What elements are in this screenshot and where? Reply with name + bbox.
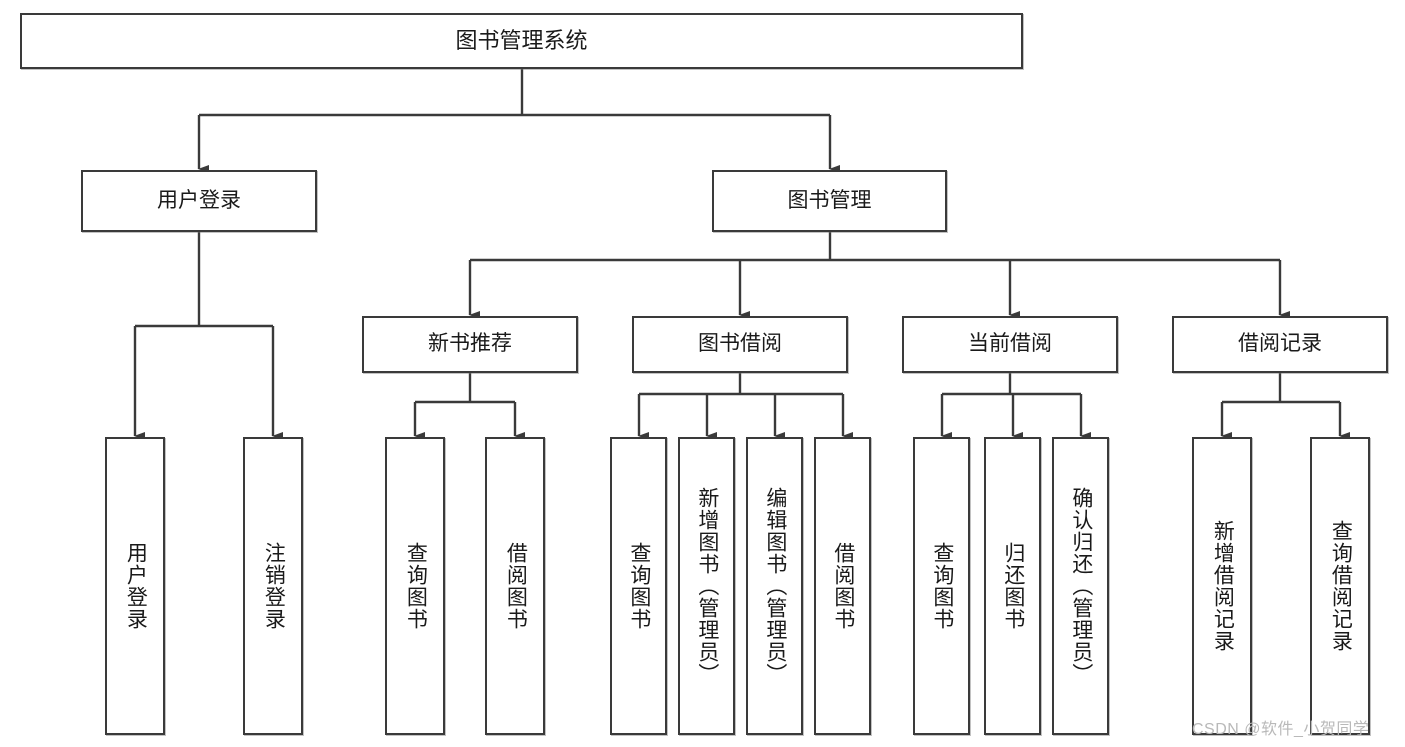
node-book-borrow[interactable]: 图书借阅 (632, 316, 848, 373)
node-leaf-user-login[interactable]: 用户登录 (105, 437, 165, 735)
node-leaf-query-book-1[interactable]: 查询图书 (385, 437, 445, 735)
node-root[interactable]: 图书管理系统 (20, 13, 1023, 69)
node-label: 借阅图书 (831, 542, 855, 630)
node-leaf-borrow-book-2[interactable]: 借阅图书 (814, 437, 871, 735)
node-label: 用户登录 (124, 542, 148, 630)
node-leaf-add-book[interactable]: 新增图书（管理员） (678, 437, 735, 735)
node-leaf-confirm-return[interactable]: 确认归还（管理员） (1052, 437, 1109, 735)
node-label: 查询图书 (627, 542, 651, 630)
node-label: 借阅记录 (1238, 332, 1322, 356)
node-label: 新增借阅记录 (1211, 520, 1235, 652)
node-user-login[interactable]: 用户登录 (81, 170, 317, 232)
node-label: 新增图书（管理员） (695, 487, 719, 685)
node-label: 图书管理系统 (455, 28, 588, 54)
node-label: 归还图书 (1001, 542, 1025, 630)
node-borrow-record[interactable]: 借阅记录 (1172, 316, 1388, 373)
node-book-manage[interactable]: 图书管理 (712, 170, 947, 232)
node-leaf-query-record[interactable]: 查询借阅记录 (1310, 437, 1370, 735)
node-current-borrow[interactable]: 当前借阅 (902, 316, 1118, 373)
node-label: 注销登录 (262, 542, 286, 630)
node-label: 查询图书 (930, 542, 954, 630)
node-leaf-add-record[interactable]: 新增借阅记录 (1192, 437, 1252, 735)
node-label: 查询图书 (404, 542, 428, 630)
node-label: 新书推荐 (428, 332, 512, 356)
node-label: 图书管理 (787, 188, 872, 212)
node-leaf-borrow-book-1[interactable]: 借阅图书 (485, 437, 545, 735)
node-leaf-edit-book[interactable]: 编辑图书（管理员） (746, 437, 803, 735)
node-label: 编辑图书（管理员） (763, 487, 787, 685)
csdn-watermark: CSDN @软件_小贺同学 (1192, 721, 1370, 738)
node-label: 用户登录 (157, 188, 241, 212)
node-label: 查询借阅记录 (1329, 520, 1353, 652)
node-leaf-query-book-3[interactable]: 查询图书 (913, 437, 970, 735)
node-new-book-recommend[interactable]: 新书推荐 (362, 316, 578, 373)
node-leaf-query-book-2[interactable]: 查询图书 (610, 437, 667, 735)
node-label: 图书借阅 (698, 332, 782, 356)
node-label: 确认归还（管理员） (1069, 487, 1093, 685)
node-label: 当前借阅 (968, 332, 1052, 356)
node-label: 借阅图书 (504, 542, 528, 630)
node-leaf-return-book[interactable]: 归还图书 (984, 437, 1041, 735)
node-leaf-user-logout[interactable]: 注销登录 (243, 437, 303, 735)
